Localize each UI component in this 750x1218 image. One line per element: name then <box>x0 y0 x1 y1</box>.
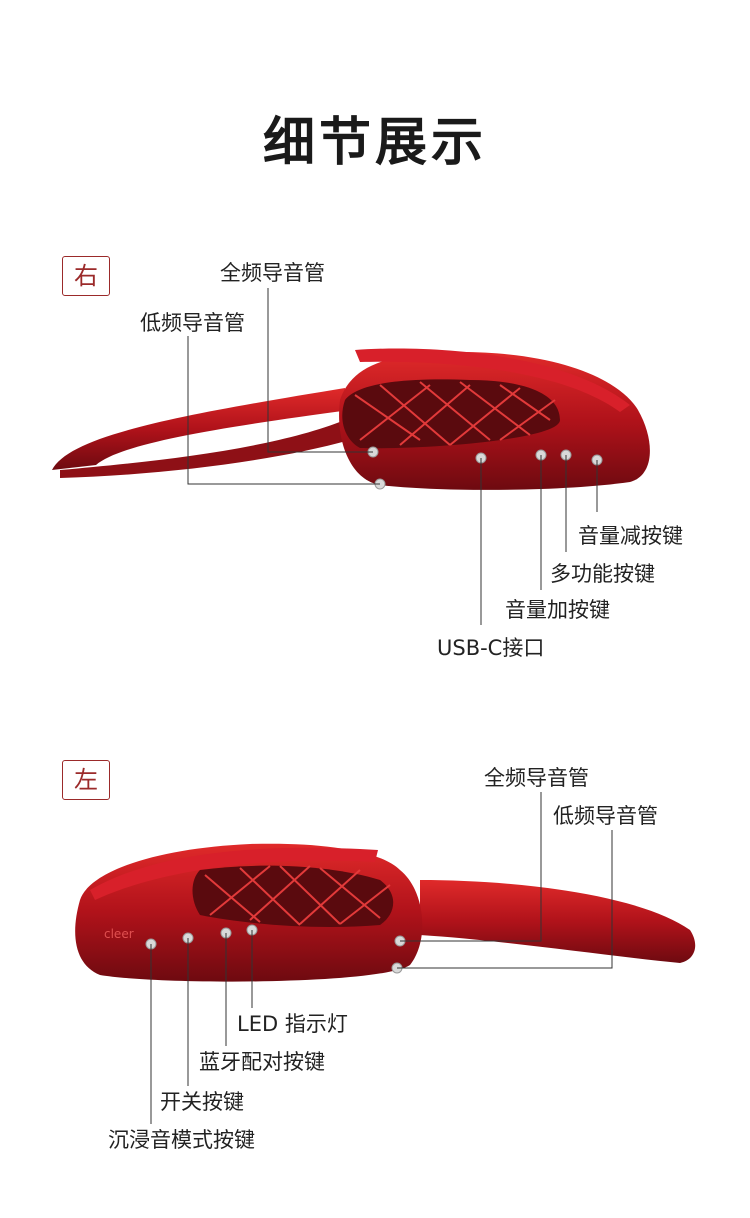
left-side-badge: 左 <box>62 760 110 800</box>
left-full-tube-label: 全频导音管 <box>484 766 589 790</box>
right-usb-label: USB-C接口 <box>437 636 545 660</box>
page-title: 细节展示 <box>262 113 487 173</box>
right-side-badge: 右 <box>62 256 110 296</box>
left-earpiece-illustration: cleer <box>75 843 696 982</box>
left-immersive-label: 沉浸音模式按键 <box>108 1128 255 1152</box>
right-vol-down-label: 音量减按键 <box>578 524 683 548</box>
right-low-tube-label: 低频导音管 <box>140 311 245 335</box>
right-multi-label: 多功能按键 <box>550 562 655 586</box>
right-vol-up-label: 音量加按键 <box>505 598 610 622</box>
right-leader-lines <box>187 288 598 625</box>
left-low-tube-label: 低频导音管 <box>553 804 658 828</box>
right-earpiece-illustration <box>52 348 650 490</box>
left-led-label: LED 指示灯 <box>237 1012 348 1036</box>
left-neckband <box>420 880 696 963</box>
right-grille <box>342 379 560 449</box>
left-bt-label: 蓝牙配对按键 <box>199 1050 325 1074</box>
left-power-label: 开关按键 <box>160 1090 244 1114</box>
left-brand-logo: cleer <box>104 927 134 941</box>
right-full-tube-label: 全频导音管 <box>220 261 325 285</box>
left-grille <box>192 865 394 927</box>
right-neckband <box>52 388 350 470</box>
